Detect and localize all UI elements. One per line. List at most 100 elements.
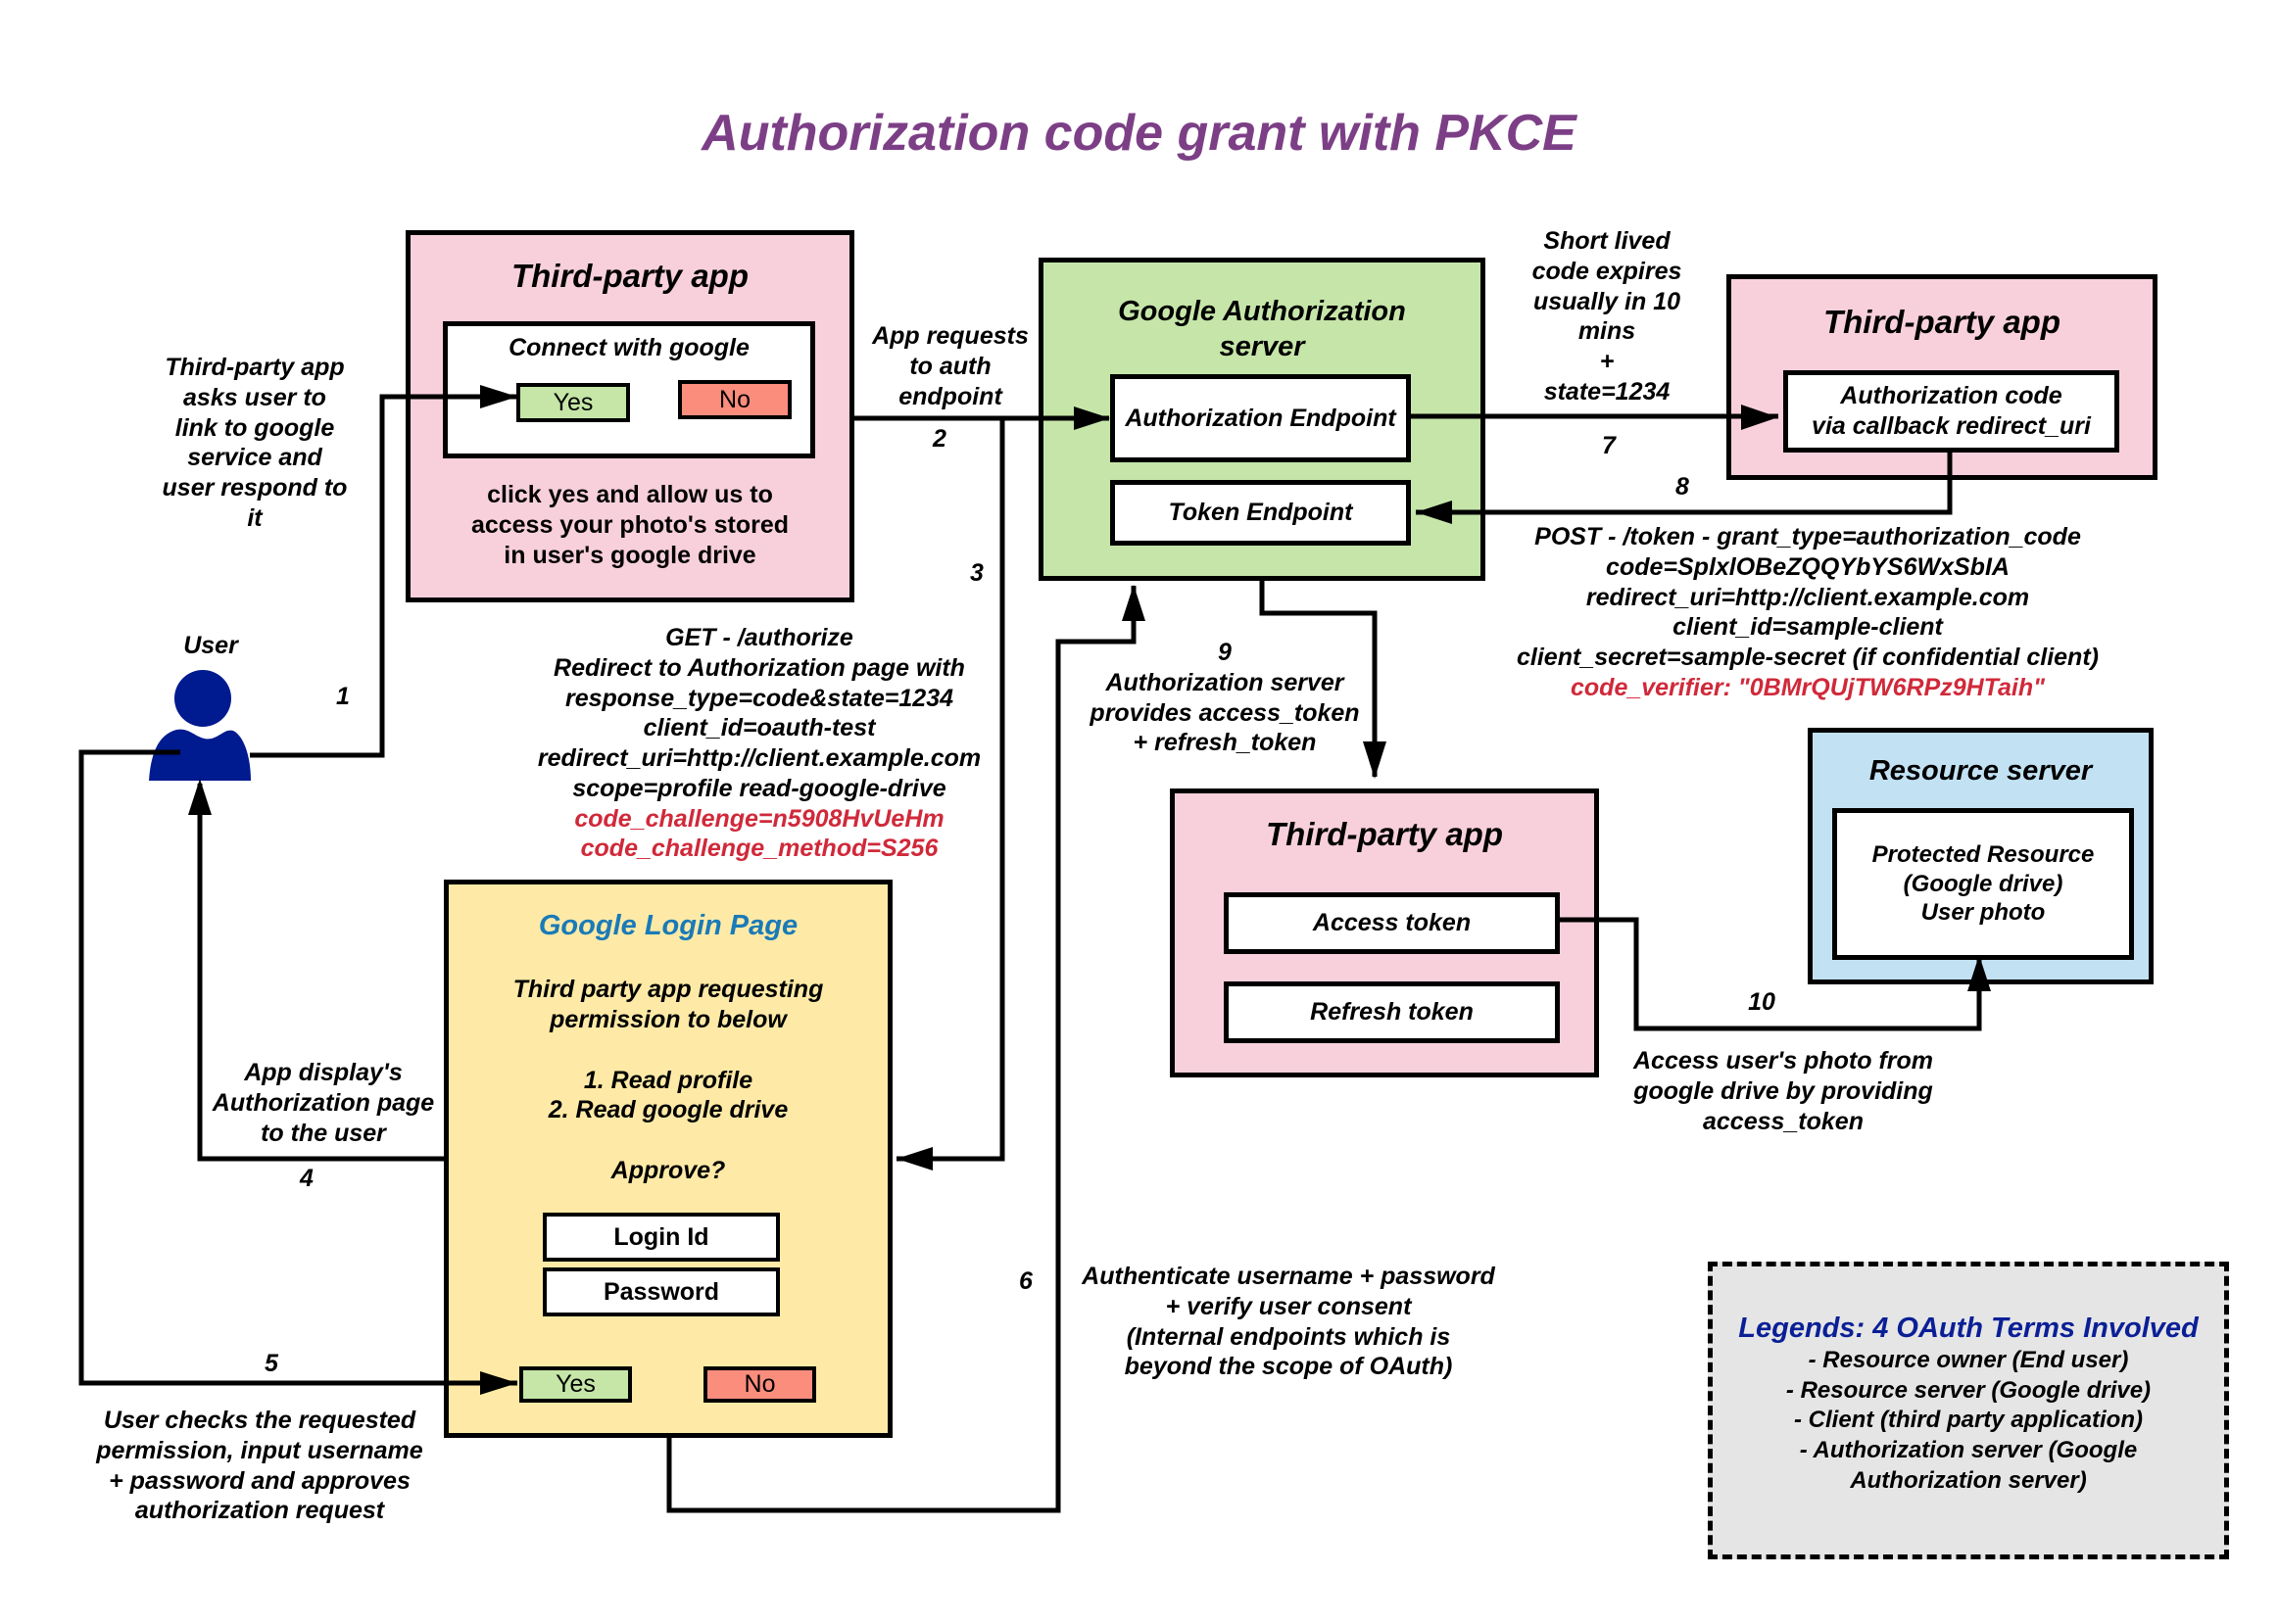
step-3-number: 3: [970, 559, 984, 587]
arrowhead-step-1: [480, 385, 517, 408]
authorization-code-box: Authorization code via callback redirect…: [1783, 370, 2119, 453]
connector-step-10: [1560, 917, 1982, 1031]
step-4-number: 4: [300, 1165, 314, 1192]
login-yes-button[interactable]: Yes: [519, 1366, 632, 1403]
legend-title: Legends: 4 OAuth Terms Involved: [1738, 1313, 2199, 1344]
authorization-endpoint[interactable]: Authorization Endpoint: [1110, 374, 1411, 462]
step-text-line: permission, input username: [96, 1436, 423, 1464]
connect-yes-button[interactable]: Yes: [516, 383, 630, 422]
step-text-line: asks user to: [183, 383, 326, 411]
connect-with-google-label: Connect with google: [509, 334, 750, 361]
step-text-line: usually in 10: [1532, 287, 1681, 315]
connect-no-button[interactable]: No: [678, 380, 792, 419]
access-token-box: Access token: [1224, 892, 1560, 954]
step-text-line: access_token: [1702, 1107, 1864, 1135]
code-challenge-method: code_challenge_method=S256: [580, 835, 939, 863]
legend-item: - Resource owner (End user): [1808, 1346, 2129, 1373]
user-icon: [149, 670, 251, 781]
legend-item: Authorization server): [1850, 1466, 2087, 1494]
permission-item: 1. Read profile: [583, 1066, 753, 1094]
legend-item: - Resource server (Google drive): [1785, 1376, 2152, 1404]
arrowhead-step-7: [1741, 405, 1778, 430]
step-5-description: User checks the requested permission, in…: [78, 1406, 441, 1526]
request-line: permission to below: [550, 1005, 787, 1033]
step-text-line: client_id=oauth-test: [643, 714, 876, 742]
step-text-line: GET - /authorize: [665, 624, 853, 651]
resource-server-title: Resource server: [1868, 755, 2093, 787]
permission-item: 2. Read google drive: [548, 1096, 789, 1124]
step-text-line: User checks the requested: [103, 1407, 416, 1434]
code-challenge: code_challenge=n5908HvUeHm: [574, 804, 945, 833]
step-10-number: 10: [1748, 988, 1775, 1016]
auth-code-line: Authorization code: [1840, 382, 2062, 410]
step-8-number: 8: [1675, 473, 1689, 501]
approve-prompt: Approve?: [610, 1157, 726, 1184]
step-text-line: link to google: [174, 413, 335, 442]
google-login-page-box: Google Login Page Third party app reques…: [444, 880, 893, 1438]
third-party-app-box-3: Third-party app Access token Refresh tok…: [1170, 788, 1599, 1077]
refresh-token-box: Refresh token: [1224, 981, 1560, 1043]
step-text-line: mins: [1577, 317, 1636, 346]
resource-server-box: Resource server Protected Resource (Goog…: [1808, 728, 2154, 984]
description-line: in user's google drive: [504, 541, 756, 569]
step-text-line: App display's: [244, 1059, 403, 1086]
connector-step-5: [78, 749, 517, 1386]
step-text-line: service and: [187, 444, 322, 472]
step-text-line: App requests: [872, 322, 1029, 350]
step-text-line: beyond the scope of OAuth): [1124, 1353, 1453, 1381]
login-no-button[interactable]: No: [703, 1366, 816, 1403]
step-text-line: it: [247, 503, 263, 532]
step-text-line: Authorization server: [1105, 668, 1344, 696]
auth-server-title-line: Google Authorization: [1118, 296, 1406, 327]
step-text-line: Third-party app: [165, 354, 345, 381]
connector-step-9: [1259, 581, 1378, 777]
legend-content: Legends: 4 OAuth Terms Involved - Resour…: [1713, 1312, 2224, 1496]
step-text-line: +: [1599, 348, 1615, 375]
step-5-number: 5: [265, 1350, 278, 1377]
step-text-line: Authorization page: [212, 1088, 435, 1117]
step-text-line: + verify user consent: [1165, 1292, 1412, 1320]
step-10-description: Access user's photo from google drive by…: [1626, 1046, 1940, 1136]
step-text-line: code=SplxlOBeZQQYbYS6WxSbIA: [1606, 552, 2010, 581]
step-text-line: scope=profile read-google-drive: [572, 774, 946, 802]
connector-step-6: [666, 586, 1137, 1513]
legend-box: Legends: 4 OAuth Terms Involved - Resour…: [1708, 1262, 2229, 1559]
user-label: User: [183, 632, 238, 659]
token-endpoint[interactable]: Token Endpoint: [1110, 480, 1411, 546]
step-4-description: App display's Authorization page to the …: [201, 1058, 446, 1148]
arrowhead-step-10: [1967, 955, 1991, 991]
third-party-app-box-1: Third-party app Connect with google Yes …: [406, 230, 854, 602]
connector-step-1: [250, 394, 517, 758]
step-1-number: 1: [336, 683, 350, 710]
protected-resource-line: User photo: [1920, 899, 2046, 927]
step-text-line: redirect_uri=http://client.example.com: [537, 744, 982, 772]
step-text-line: code expires: [1531, 257, 1682, 285]
third-party-app-title: Third-party app: [1822, 304, 2060, 340]
third-party-app-box-2: Third-party app Authorization code via c…: [1726, 274, 2157, 480]
step-3-description: GET - /authorize Redirect to Authorizati…: [519, 623, 999, 864]
login-page-title: Google Login Page: [538, 910, 799, 941]
step-text-line: client_secret=sample-secret (if confiden…: [1517, 644, 2099, 671]
step-text-line: endpoint: [898, 382, 1002, 410]
description-line: click yes and allow us to: [487, 481, 773, 508]
step-text-line: google drive by providing: [1633, 1076, 1933, 1105]
step-text-line: to auth: [909, 352, 992, 380]
arrowhead-step-5: [480, 1371, 517, 1395]
auth-code-line: via callback redirect_uri: [1812, 412, 2091, 440]
step-text-line: + refresh_token: [1133, 729, 1317, 757]
login-id-field[interactable]: Login Id: [543, 1213, 780, 1262]
step-text-line: Short lived: [1543, 227, 1671, 255]
step-6-description: Authenticate username + password + verif…: [1068, 1262, 1509, 1382]
step-text-line: authorization request: [134, 1497, 385, 1525]
step-8-description: POST - /token - grant_type=authorization…: [1499, 522, 2116, 703]
arrowhead-step-2: [1074, 406, 1110, 430]
step-9-number: 9: [1218, 639, 1232, 666]
step-text-line: + password and approves: [109, 1466, 411, 1495]
auth-server-title: Google Authorization server: [1043, 294, 1480, 365]
protected-resource-line: Protected Resource: [1871, 841, 2095, 869]
description-line: access your photo's stored: [470, 510, 790, 539]
password-field[interactable]: Password: [543, 1267, 780, 1316]
arrowhead-step-9: [1363, 741, 1386, 779]
